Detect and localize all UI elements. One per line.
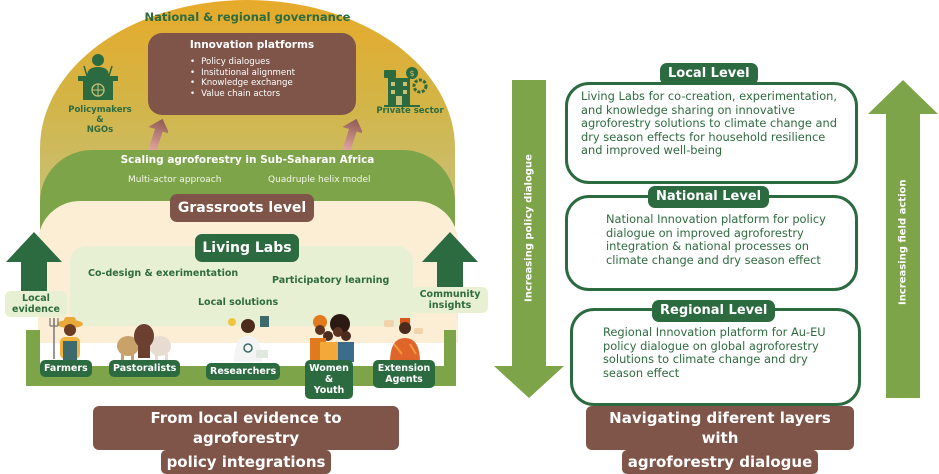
caption-line: Navigating diferent layers with bbox=[586, 406, 854, 450]
label-line: & bbox=[324, 374, 334, 385]
private-sector-label: Private sector bbox=[376, 106, 444, 116]
innovation-platforms-list: Policy dialogues Insitutional alignment … bbox=[190, 57, 295, 99]
innovation-platforms-title: Innovation platforms bbox=[189, 39, 315, 51]
local-level-text: Living Labs for co-creation, experimenta… bbox=[581, 89, 838, 157]
label-line: Women bbox=[309, 363, 349, 374]
approach-multi-actor: Multi-actor approach bbox=[128, 175, 222, 185]
label-line: Agents bbox=[385, 374, 423, 385]
regional-level-text: Regional Innovation platform for Au-EU p… bbox=[603, 325, 826, 380]
national-level-box bbox=[565, 195, 858, 291]
caption-line: policy integrations bbox=[160, 450, 332, 474]
arrow-up-icon bbox=[868, 80, 938, 398]
left-caption: From local evidence to agroforestry poli… bbox=[93, 406, 399, 474]
living-lab-item: Participatory learning bbox=[272, 275, 390, 286]
label-line: Local bbox=[22, 293, 50, 304]
living-lab-item: Co-design & exerimentation bbox=[88, 268, 239, 279]
right-caption: Navigating diferent layers with agrofore… bbox=[586, 406, 854, 474]
arrow-up-icon bbox=[4, 230, 64, 300]
label-line: Policymakers bbox=[68, 105, 132, 115]
arrow-up-icon bbox=[146, 116, 170, 154]
local-evidence-tag: Local evidence bbox=[5, 291, 67, 317]
label-line: evidence bbox=[12, 304, 60, 315]
farmer-icon bbox=[48, 314, 90, 372]
label-line: NGOs bbox=[86, 125, 114, 135]
office-building-money-icon: $ bbox=[380, 66, 430, 108]
increasing-field-action-label: Increasing field action bbox=[897, 179, 909, 305]
ground-edge bbox=[26, 330, 40, 370]
list-item: Value chain actors bbox=[190, 89, 295, 100]
stakeholder-extension-agents: Extension Agents bbox=[373, 360, 435, 388]
label-line: Pastoralists bbox=[113, 363, 177, 374]
stakeholder-women-youth: Women & Youth bbox=[305, 360, 353, 399]
approach-quadruple-helix: Quadruple helix model bbox=[268, 175, 371, 185]
caption-line: From local evidence to agroforestry bbox=[93, 406, 399, 450]
increasing-policy-dialogue-label: Increasing policy dialogue bbox=[523, 154, 535, 302]
label-line: Extension bbox=[377, 363, 431, 374]
scaling-title: Scaling agroforestry in Sub-Saharan Afri… bbox=[120, 154, 375, 166]
national-level-title: National Level bbox=[648, 186, 770, 208]
national-level-text: National Innovation platform for policy … bbox=[606, 212, 826, 267]
list-item: Insitutional alignment bbox=[190, 68, 295, 79]
arrow-down-icon bbox=[494, 80, 564, 398]
label-line: Farmers bbox=[44, 363, 88, 374]
regional-level-box bbox=[570, 308, 861, 406]
researcher-icon bbox=[224, 314, 274, 372]
stakeholder-farmers: Farmers bbox=[40, 360, 92, 377]
extension-agent-icon bbox=[382, 314, 426, 372]
governance-title: National & regional governance bbox=[144, 10, 351, 24]
regional-level-title: Regional Level bbox=[652, 300, 776, 322]
local-level-box bbox=[565, 82, 858, 184]
stakeholder-pastoralists: Pastoralists bbox=[109, 360, 181, 377]
label-line: Community bbox=[419, 289, 481, 300]
caption-line: agroforestry dialogue bbox=[621, 450, 819, 474]
svg-text:$: $ bbox=[409, 69, 414, 78]
community-insights-tag: Community insights bbox=[412, 287, 488, 313]
podium-speaker-icon bbox=[75, 52, 121, 102]
label-line: Youth bbox=[313, 385, 345, 396]
grassroots-title: Grassroots level bbox=[170, 194, 314, 222]
livestock-icon bbox=[115, 314, 173, 372]
women-youth-icon bbox=[308, 314, 356, 372]
living-lab-item: Local solutions bbox=[198, 297, 279, 308]
arrow-up-icon bbox=[340, 116, 364, 154]
label-line: & bbox=[96, 115, 104, 125]
policymakers-label: Policymakers & NGOs bbox=[50, 105, 150, 135]
list-item: Knowledge exchange bbox=[190, 78, 295, 89]
arrow-up-icon bbox=[420, 230, 480, 300]
local-level-title: Local Level bbox=[660, 63, 758, 85]
label-line: Researchers bbox=[210, 366, 277, 377]
stakeholder-researchers: Researchers bbox=[206, 363, 281, 380]
innovation-platforms-box: Innovation platforms Policy dialogues In… bbox=[148, 33, 356, 115]
living-labs-title: Living Labs bbox=[195, 234, 299, 262]
ground-edge bbox=[444, 330, 456, 370]
label-line: insights bbox=[428, 300, 472, 311]
list-item: Policy dialogues bbox=[190, 57, 295, 68]
